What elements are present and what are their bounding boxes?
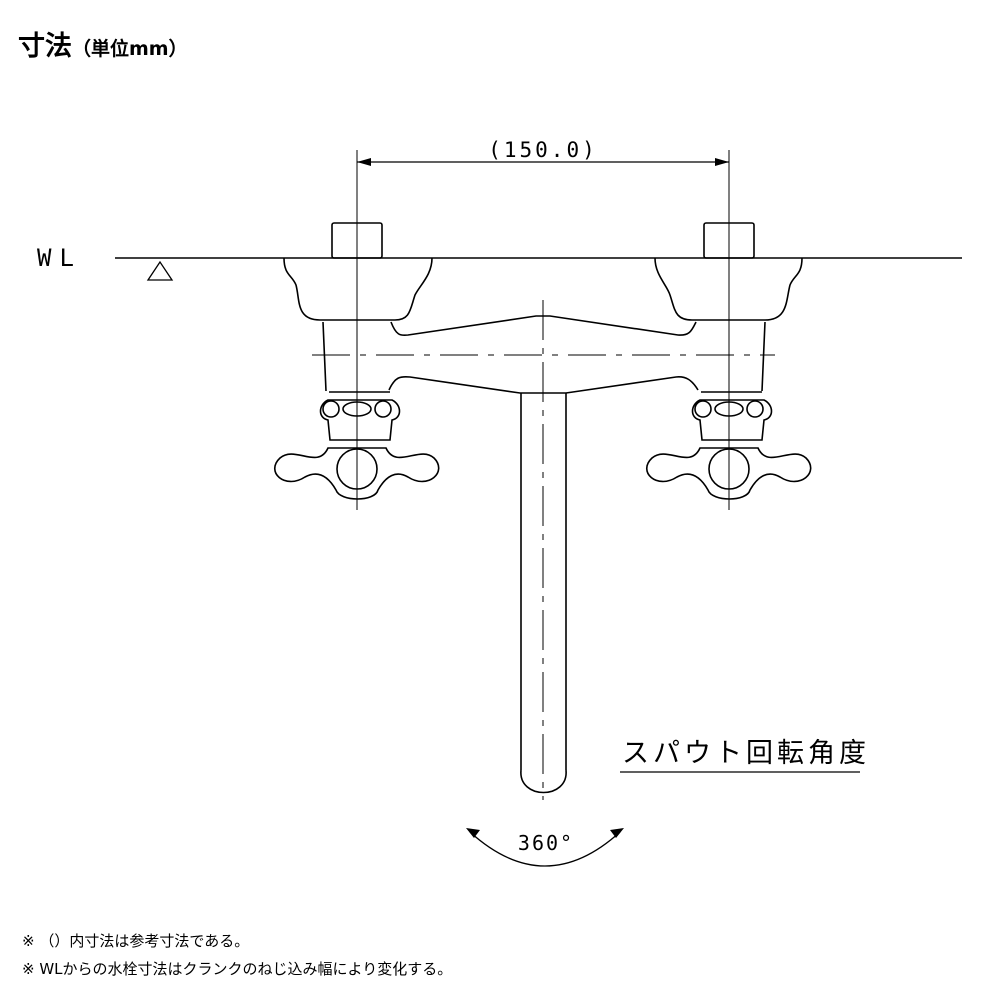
water-level: WL — [37, 244, 962, 281]
right-cap — [654, 257, 803, 321]
spout — [520, 300, 567, 800]
right-handle — [646, 391, 812, 500]
rotation-label: 360° — [518, 831, 574, 855]
left-cap — [283, 257, 433, 321]
dimension-label: (150.0) — [488, 138, 598, 162]
spout-rotation-label: スパウト回転角度 — [622, 738, 870, 769]
title-unit: （単位mm） — [72, 38, 188, 60]
wl-label: WL — [37, 244, 82, 272]
page-title: 寸法（単位mm） — [18, 24, 188, 63]
note-2: ※ WLからの水栓寸法はクランクのねじ込み幅により変化する。 — [22, 960, 453, 978]
rotation-arrow-icon — [466, 828, 624, 867]
left-nut — [331, 222, 383, 259]
note-1: ※ （）内寸法は参考寸法である。 — [22, 932, 250, 950]
left-handle — [274, 391, 440, 500]
wl-triangle-icon — [146, 260, 174, 281]
dimension-150: (150.0) — [356, 138, 730, 510]
right-nut — [703, 222, 755, 259]
title-main: 寸法 — [18, 31, 72, 62]
